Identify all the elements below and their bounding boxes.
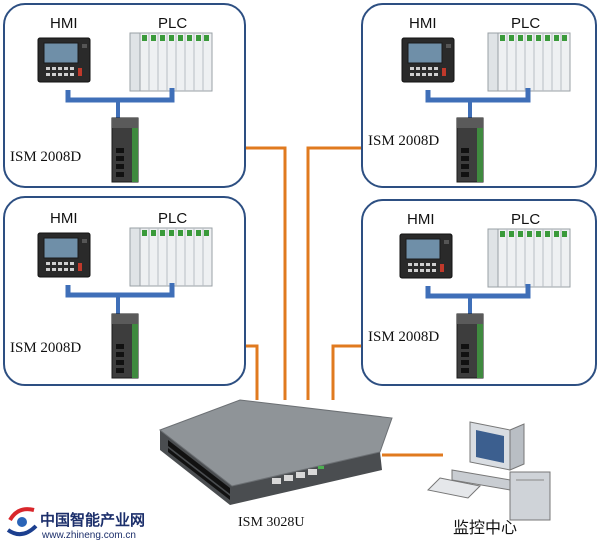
plc-label: PLC [511, 15, 541, 32]
switch-label: ISM 2008D [10, 149, 82, 165]
ism-3028u-switch-icon [158, 399, 393, 505]
logo-name: 中国智能产业网 [40, 511, 146, 529]
ism-2008d-switch-icon [456, 117, 484, 183]
cell-2-devices [401, 32, 571, 183]
hmi-panel-icon [401, 37, 455, 83]
plc-label: PLC [158, 15, 188, 32]
plc-rack-icon [487, 228, 571, 288]
switch-label: ISM 2008D [10, 340, 82, 356]
hmi-label: HMI [407, 211, 435, 228]
plc-label: PLC [511, 211, 541, 228]
hmi-label: HMI [409, 15, 437, 32]
logo-url: www.zhineng.com.cn [42, 530, 136, 541]
cell-1-devices [37, 32, 213, 183]
monitor-center-label: 监控中心 [453, 518, 518, 537]
fieldbus-line [425, 284, 531, 299]
cell-panel-1: HMI PLC ISM 2008D [3, 3, 246, 188]
zhineng-logo-icon [6, 507, 38, 537]
cell-3-devices [37, 227, 213, 379]
plc-rack-icon [129, 227, 213, 287]
plc-rack-icon [129, 32, 213, 92]
plc-label: PLC [158, 210, 188, 227]
hmi-panel-icon [399, 233, 453, 279]
fieldbus-line [425, 88, 531, 103]
switch-label: ISM 2008D [368, 133, 440, 149]
hmi-label: HMI [50, 15, 78, 32]
ism-2008d-switch-icon [111, 117, 139, 183]
hmi-label: HMI [50, 210, 78, 227]
monitoring-pc-icon [426, 421, 551, 521]
ism-2008d-switch-icon [456, 313, 484, 379]
core-switch-label: ISM 3028U [238, 515, 305, 530]
cell-4-devices [399, 228, 571, 379]
switch-label: ISM 2008D [368, 329, 440, 345]
ism-2008d-switch-icon [111, 313, 139, 379]
hmi-panel-icon [37, 37, 91, 83]
plc-rack-icon [487, 32, 571, 92]
hmi-panel-icon [37, 232, 91, 278]
